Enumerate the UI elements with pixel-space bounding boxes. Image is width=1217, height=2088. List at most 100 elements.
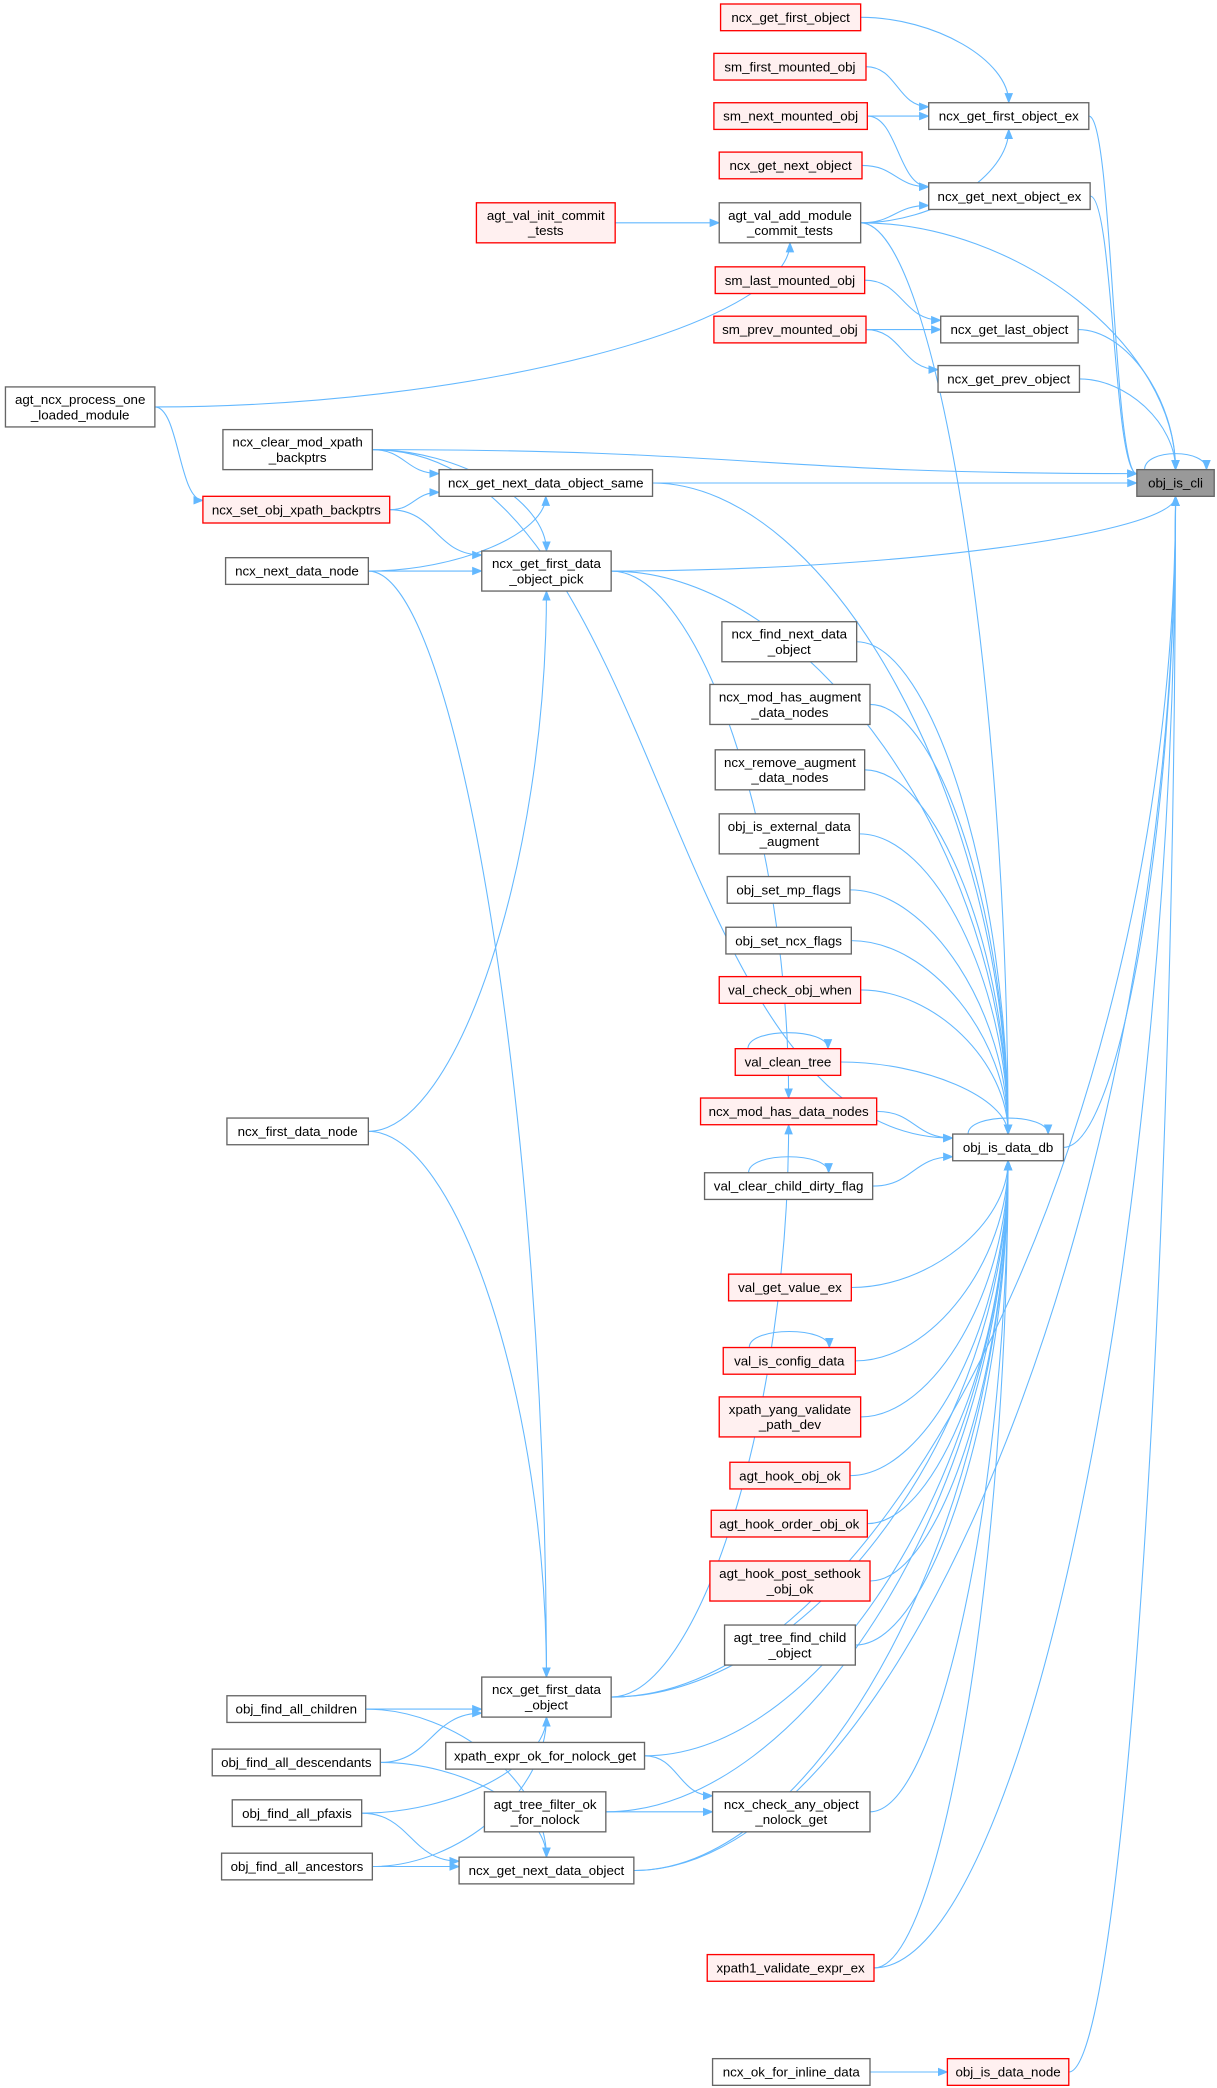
edge-obj_find_all_descendants-to-ncx_get_first_data_object <box>380 1708 483 1763</box>
edge-ncx_get_first_data_object-to-obj_is_data_db <box>611 1159 1013 1698</box>
node-ncx-get-prev-object[interactable]: ncx_get_prev_object <box>937 364 1081 393</box>
node-box <box>718 813 860 855</box>
edge-ncx_get_first_data_object_pick-to-obj_is_cli <box>611 495 1180 572</box>
node-ncx-get-first-object[interactable]: ncx_get_first_object <box>719 3 862 32</box>
node-ncx-set-obj-xpath-backptrs[interactable]: ncx_set_obj_xpath_backptrs <box>202 495 391 524</box>
node-label: obj_find_all_pfaxis <box>242 1806 352 1821</box>
node-obj-find-all-pfaxis[interactable]: obj_find_all_pfaxis <box>231 1799 363 1828</box>
node-obj-is-data-db[interactable]: obj_is_data_db <box>952 1133 1065 1162</box>
node-label: sm_last_mounted_obj <box>725 273 855 288</box>
node-agt-tree-filter-ok-for-nolock[interactable]: agt_tree_filter_ok_for_nolock <box>483 1791 607 1833</box>
node-label: ncx_get_next_object <box>729 158 852 173</box>
edge-obj_is_data_db-to-obj_is_data_db <box>967 1117 1053 1136</box>
edge-ncx_get_next_object-to-ncx_get_next_object_ex <box>861 164 930 192</box>
node-sm-prev-mounted-obj[interactable]: sm_prev_mounted_obj <box>713 315 867 344</box>
node-ncx-get-next-data-object-same[interactable]: ncx_get_next_data_object_same <box>438 468 654 497</box>
node-agt-val-add-module-commit-tests[interactable]: agt_val_add_module_commit_tests <box>718 202 862 244</box>
node-obj-is-external-data-augment[interactable]: obj_is_external_data_augment <box>718 813 860 855</box>
node-box <box>202 495 391 524</box>
node-sm-next-mounted-obj[interactable]: sm_next_mounted_obj <box>713 102 868 131</box>
edge-sm_next_mounted_obj-to-ncx_get_next_object_ex <box>867 115 930 192</box>
edge-xpath_expr_ok_for_nolock_get-to-ncx_check_any_object_nolock_get <box>644 1755 714 1801</box>
node-ncx-find-next-data-object[interactable]: ncx_find_next_data_object <box>721 621 858 663</box>
node-label: obj_find_all_ancestors <box>231 1859 364 1874</box>
edge-agt_tree_find_child_object-to-obj_is_data_db <box>855 1159 1013 1646</box>
edge-xpath1_validate_expr_ex-to-obj_is_data_db <box>873 1159 1013 1969</box>
edge-sm_last_mounted_obj-to-ncx_get_last_object <box>864 279 942 325</box>
node-label: _for_nolock <box>510 1812 580 1827</box>
node-box <box>445 1741 646 1770</box>
edge-obj_is_external_data_augment-to-obj_is_data_db <box>859 833 1013 1136</box>
node-ncx-get-next-object[interactable]: ncx_get_next_object <box>718 151 863 180</box>
node-ncx-get-first-object-ex[interactable]: ncx_get_first_object_ex <box>928 102 1090 131</box>
node-ncx-next-data-node[interactable]: ncx_next_data_node <box>224 557 370 586</box>
node-xpath-yang-validate-path-dev[interactable]: xpath_yang_validate_path_dev <box>718 1396 862 1438</box>
node-ncx-mod-has-data-nodes[interactable]: ncx_mod_has_data_nodes <box>699 1097 878 1126</box>
node-agt-hook-obj-ok[interactable]: agt_hook_obj_ok <box>729 1461 851 1490</box>
node-box <box>714 749 866 791</box>
node-val-check-obj-when[interactable]: val_check_obj_when <box>718 975 862 1004</box>
node-agt-val-init-commit-tests[interactable]: agt_val_init_commit_tests <box>475 202 616 244</box>
node-label: ncx_get_prev_object <box>947 372 1070 387</box>
node-box <box>713 52 867 81</box>
node-obj-find-all-children[interactable]: obj_find_all_children <box>226 1695 367 1724</box>
node-ncx-ok-for-inline-data[interactable]: ncx_ok_for_inline_data <box>711 2057 871 2086</box>
edge-obj_set_ncx_flags-to-obj_is_data_db <box>851 940 1013 1136</box>
node-label: ncx_check_any_object <box>724 1797 859 1812</box>
node-box <box>722 1346 856 1375</box>
node-val-clean-tree[interactable]: val_clean_tree <box>734 1048 842 1077</box>
edge-ncx_set_obj_xpath_backptrs-to-ncx_get_first_data_object_pick <box>389 509 483 560</box>
node-obj-is-cli[interactable]: obj_is_cli <box>1136 468 1215 497</box>
node-label: ncx_next_data_node <box>235 564 359 579</box>
node-agt-tree-find-child-object[interactable]: agt_tree_find_child_object <box>723 1624 856 1666</box>
node-ncx-get-first-data-object-pick[interactable]: ncx_get_first_data_object_pick <box>481 550 612 592</box>
node-ncx-mod-has-augment-data-nodes[interactable]: ncx_mod_has_augment_data_nodes <box>709 683 871 726</box>
node-agt-ncx-process-one-loaded-module[interactable]: agt_ncx_process_one_loaded_module <box>4 386 156 428</box>
node-box <box>224 557 370 586</box>
edge-val_clear_child_dirty_flag-to-val_clear_child_dirty_flag <box>748 1156 833 1174</box>
node-label: sm_prev_mounted_obj <box>722 322 858 337</box>
node-box <box>438 468 654 497</box>
node-box <box>1136 468 1215 497</box>
edge-ncx_get_next_data_object_same-to-obj_is_data_db <box>652 482 1013 1136</box>
node-sm-last-mounted-obj[interactable]: sm_last_mounted_obj <box>714 266 866 295</box>
node-xpath-expr-ok-for-nolock-get[interactable]: xpath_expr_ok_for_nolock_get <box>445 1741 646 1770</box>
node-ncx-get-next-data-object[interactable]: ncx_get_next_data_object <box>458 1856 635 1885</box>
node-ncx-clear-mod-xpath-backptrs[interactable]: ncx_clear_mod_xpath_backptrs <box>222 428 374 471</box>
node-ncx-get-last-object[interactable]: ncx_get_last_object <box>940 315 1079 344</box>
node-label: _obj_ok <box>766 1581 814 1596</box>
node-label: _loaded_module <box>30 407 130 422</box>
node-ncx-get-next-object-ex[interactable]: ncx_get_next_object_ex <box>928 182 1091 211</box>
node-val-is-config-data[interactable]: val_is_config_data <box>722 1346 856 1375</box>
node-box <box>928 182 1091 211</box>
node-box <box>718 202 862 244</box>
edge-ncx_find_next_data_object-to-obj_is_data_db <box>856 641 1013 1136</box>
node-box <box>4 386 156 428</box>
node-obj-is-data-node[interactable]: obj_is_data_node <box>946 2057 1070 2086</box>
node-val-get-value-ex[interactable]: val_get_value_ex <box>727 1273 852 1302</box>
node-obj-set-mp-flags[interactable]: obj_set_mp_flags <box>726 875 851 904</box>
edge-ncx_first_data_node-to-ncx_get_first_data_object <box>368 1130 551 1679</box>
edge-val_is_config_data-to-obj_is_data_db <box>855 1159 1013 1362</box>
node-label: ncx_clear_mod_xpath <box>232 435 362 450</box>
edge-val_clean_tree-to-val_clean_tree <box>747 1032 833 1050</box>
node-ncx-get-first-data-object[interactable]: ncx_get_first_data_object <box>481 1676 612 1718</box>
node-ncx-remove-augment-data-nodes[interactable]: ncx_remove_augment_data_nodes <box>714 749 866 791</box>
node-obj-find-all-descendants[interactable]: obj_find_all_descendants <box>211 1748 382 1777</box>
node-ncx-first-data-node[interactable]: ncx_first_data_node <box>226 1117 370 1146</box>
node-obj-set-ncx-flags[interactable]: obj_set_ncx_flags <box>725 926 852 955</box>
node-sm-first-mounted-obj[interactable]: sm_first_mounted_obj <box>713 52 867 81</box>
node-val-clear-child-dirty-flag[interactable]: val_clear_child_dirty_flag <box>703 1172 874 1201</box>
node-xpath1-validate-expr-ex[interactable]: xpath1_validate_expr_ex <box>706 1953 875 1982</box>
node-agt-hook-post-sethook-obj-ok[interactable]: agt_hook_post_sethook_obj_ok <box>709 1560 871 1602</box>
node-label: _nolock_get <box>754 1812 827 1827</box>
edge-obj_find_all_pfaxis-to-ncx_get_first_data_object <box>361 1716 551 1814</box>
node-agt-hook-order-obj-ok[interactable]: agt_hook_order_obj_ok <box>710 1509 868 1538</box>
node-obj-find-all-ancestors[interactable]: obj_find_all_ancestors <box>220 1852 374 1881</box>
node-label: ncx_get_next_data_object_same <box>448 476 644 491</box>
node-label: sm_first_mounted_obj <box>724 59 855 74</box>
node-box <box>475 202 616 244</box>
node-ncx-check-any-object-nolock-get[interactable]: ncx_check_any_object_nolock_get <box>711 1791 871 1833</box>
edge-ncx_next_data_node-to-ncx_get_first_data_object <box>368 570 551 1679</box>
